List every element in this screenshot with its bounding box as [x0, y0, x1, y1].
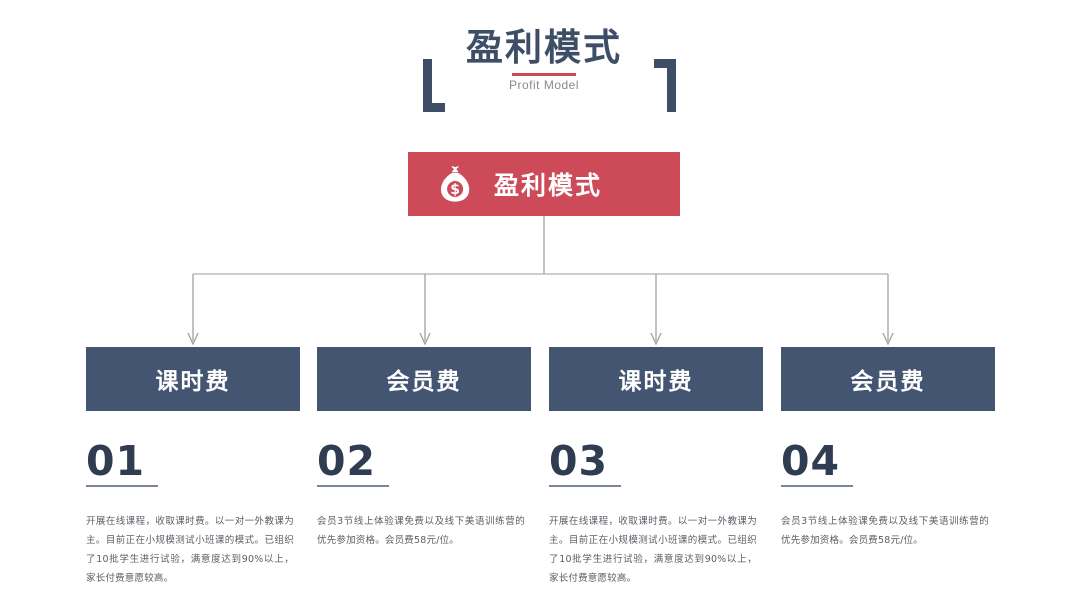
- root-node-label: 盈利模式: [494, 171, 603, 200]
- column-heading-label: 会员费: [386, 369, 462, 395]
- title-underline: [512, 73, 576, 76]
- bracket-left-decoration: [423, 59, 449, 112]
- column-04: 会员费 04 会员3节线上体验课免费以及线下美语训练营的优先参加资格。会员费58…: [781, 347, 995, 550]
- bracket-left-stem: [423, 59, 432, 112]
- column-body-text: 会员3节线上体验课免费以及线下美语训练营的优先参加资格。会员费58元/位。: [781, 516, 989, 546]
- column-header-04[interactable]: 会员费: [781, 347, 995, 411]
- column-number: 03: [549, 437, 609, 485]
- column-body-text: 开展在线课程，收取课时费。以一对一外教课为主。目前正在小规模测试小班课的模式。已…: [86, 516, 294, 584]
- page-header: 盈利模式 Profit Model: [0, 26, 1088, 112]
- column-body-text: 会员3节线上体验课免费以及线下美语训练营的优先参加资格。会员费58元/位。: [317, 516, 525, 546]
- root-node[interactable]: $ 盈利模式: [408, 152, 680, 216]
- column-header-02[interactable]: 会员费: [317, 347, 531, 411]
- title-group: 盈利模式 Profit Model: [0, 26, 1088, 93]
- column-number: 01: [86, 437, 146, 485]
- column-number-underline: [781, 485, 853, 487]
- column-number: 04: [781, 437, 841, 485]
- bracket-left-foot: [423, 103, 445, 112]
- column-number: 02: [317, 437, 377, 485]
- column-heading-label: 课时费: [155, 369, 231, 395]
- column-header-01[interactable]: 课时费: [86, 347, 300, 411]
- column-heading-label: 会员费: [850, 369, 926, 395]
- bracket-right-decoration: [650, 59, 676, 112]
- column-02: 会员费 02 会员3节线上体验课免费以及线下美语训练营的优先参加资格。会员费58…: [317, 347, 531, 550]
- column-number-underline: [549, 485, 621, 487]
- svg-text:$: $: [450, 182, 460, 198]
- page-title: 盈利模式: [466, 26, 622, 69]
- money-bag-icon: $: [441, 166, 470, 202]
- bracket-right-stem: [667, 59, 676, 112]
- column-number-underline: [86, 485, 158, 487]
- column-01: 课时费 01 开展在线课程，收取课时费。以一对一外教课为主。目前正在小规模测试小…: [86, 347, 300, 588]
- bracket-right-foot: [654, 59, 676, 68]
- page-subtitle: Profit Model: [508, 78, 580, 92]
- column-header-03[interactable]: 课时费: [549, 347, 763, 411]
- column-number-underline: [317, 485, 389, 487]
- column-heading-label: 课时费: [618, 369, 694, 395]
- column-03: 课时费 03 开展在线课程，收取课时费。以一对一外教课为主。目前正在小规模测试小…: [549, 347, 763, 588]
- column-body-text: 开展在线课程，收取课时费。以一对一外教课为主。目前正在小规模测试小班课的模式。已…: [549, 516, 757, 584]
